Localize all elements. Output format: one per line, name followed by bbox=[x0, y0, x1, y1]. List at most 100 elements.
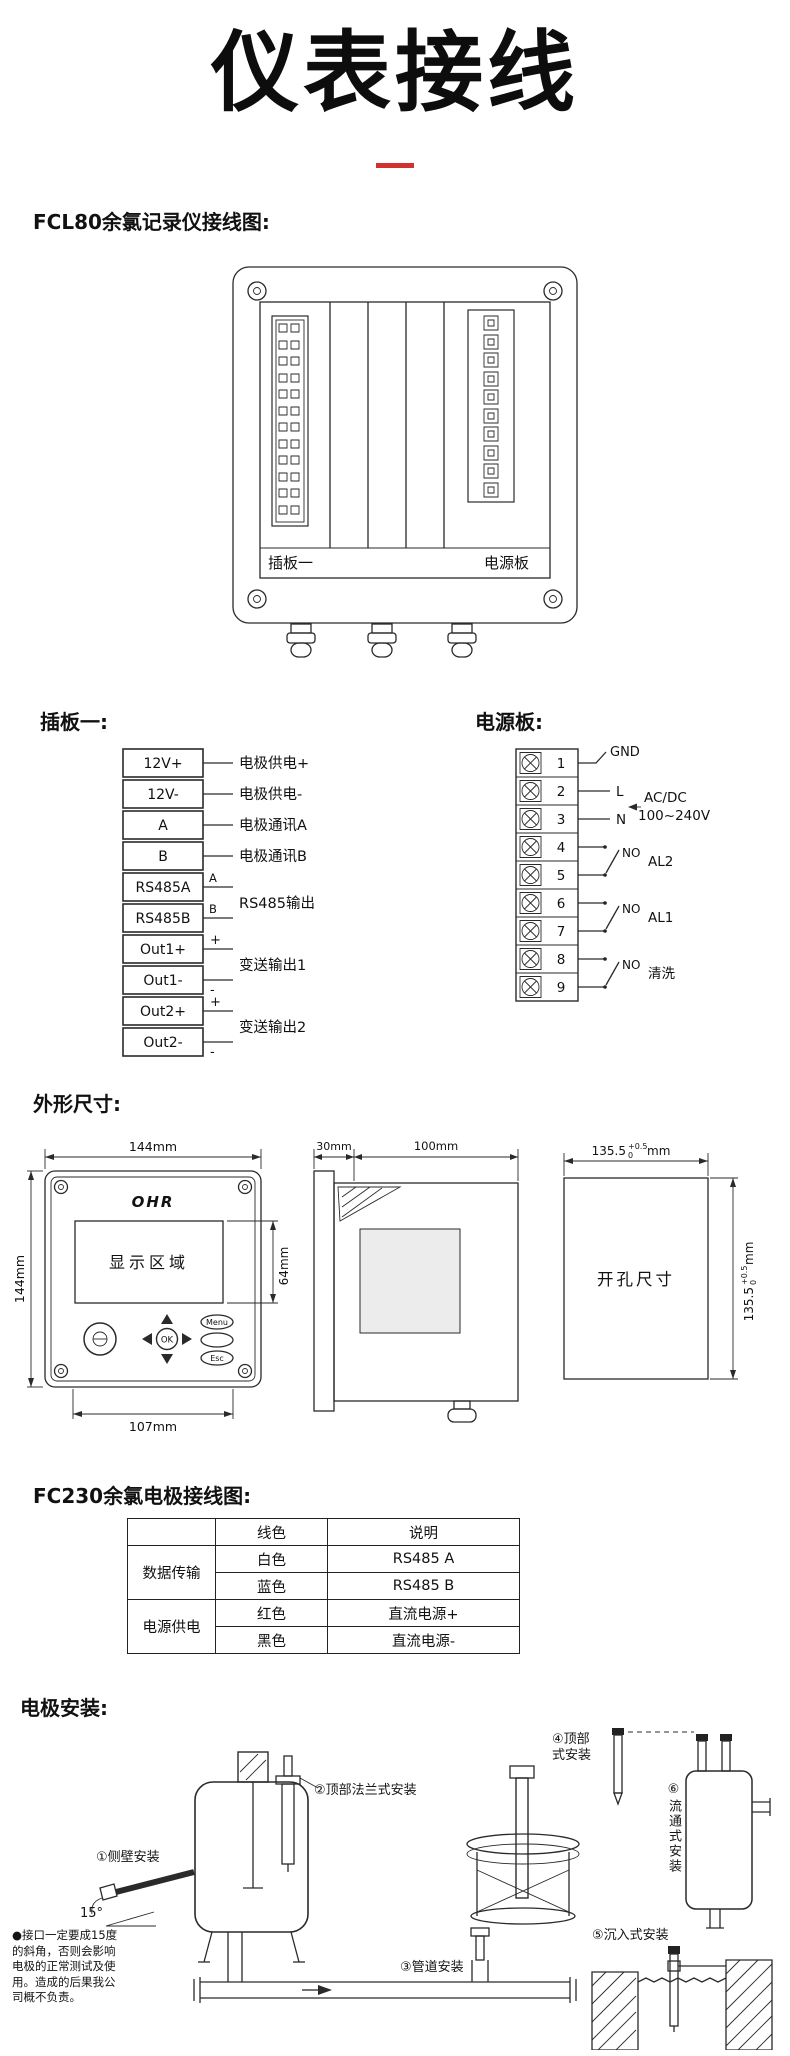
down-arrow-key bbox=[161, 1354, 173, 1364]
cutout-width-dim: 135.5 +0.5 0 mm bbox=[563, 1142, 709, 1176]
set-key bbox=[200, 1332, 234, 1348]
alarm1-label: AL1 bbox=[648, 910, 673, 926]
front-width-dim: 144mm bbox=[44, 1139, 262, 1169]
cutout-unit: mm bbox=[647, 1144, 670, 1158]
col-header-desc: 说明 bbox=[327, 1518, 520, 1546]
table-corner-cell bbox=[127, 1518, 216, 1546]
wire-mark-b: B bbox=[209, 902, 217, 916]
wire-mark-minus: - bbox=[210, 983, 215, 998]
menu-key bbox=[200, 1314, 234, 1330]
right-arrow-key bbox=[182, 1333, 192, 1345]
wire-desc-cell: 直流电源- bbox=[327, 1626, 520, 1654]
ok-key-label: OK bbox=[161, 1336, 174, 1346]
install-label-submerged: ⑤沉入式安装 bbox=[592, 1928, 669, 1943]
dimensions-heading: 外形尺寸: bbox=[33, 1092, 121, 1116]
terminal-number: 2 bbox=[557, 784, 566, 800]
terminal-number: 1 bbox=[557, 756, 566, 772]
power-terminal-numbers: 1 2 3 4 5 6 7 8 9 bbox=[557, 756, 566, 996]
plug-annotations: 电极供电+ 电极供电- 电极通讯A 电极通讯B RS485输出 变送输出1 变送… bbox=[239, 755, 315, 1036]
top-flange-electrode bbox=[275, 1755, 319, 1872]
cutout-unit: mm bbox=[742, 1242, 756, 1265]
wire-mark-plus: + bbox=[210, 995, 221, 1010]
col-header-color: 线色 bbox=[215, 1518, 328, 1546]
terminal-label: RS485B bbox=[136, 911, 191, 927]
wire-color-cell: 红色 bbox=[215, 1599, 328, 1627]
install-label-angle: 15° bbox=[80, 1906, 104, 1921]
flange-stand bbox=[466, 1765, 580, 1925]
hole-spacing-label: 107mm bbox=[129, 1419, 177, 1434]
device-top-view: 插板一 电源板 bbox=[232, 266, 578, 658]
wire-desc-cell: RS485 B bbox=[327, 1572, 520, 1600]
power-annotations: GND L N AC/DC 100~240V NO AL2 NO AL1 NO … bbox=[610, 745, 711, 982]
wire-mark-plus: + bbox=[210, 933, 221, 948]
table-row: 数据传输 白色 RS485 A bbox=[127, 1545, 520, 1600]
card-slot-lines bbox=[329, 302, 445, 548]
wire-mark-a: A bbox=[209, 871, 217, 885]
power-wiring bbox=[578, 751, 641, 989]
terminal-label: Out2- bbox=[143, 1035, 182, 1051]
annotation: RS485输出 bbox=[239, 895, 315, 912]
front-height-dim: 144mm bbox=[12, 1170, 43, 1388]
install-label-pipeline: ③管道安装 bbox=[400, 1960, 464, 1975]
electrode-table-heading: FC230余氯电极接线图: bbox=[33, 1484, 252, 1508]
wiring-heading: FCL80余氯记录仪接线图: bbox=[33, 210, 270, 234]
left-arrow-key bbox=[142, 1333, 152, 1345]
side-window bbox=[359, 1228, 461, 1334]
display-area-label: 显示区域 bbox=[109, 1253, 189, 1272]
annotation: 变送输出2 bbox=[239, 1019, 306, 1036]
terminal-number: 5 bbox=[557, 868, 566, 884]
terminal-number: 3 bbox=[557, 812, 566, 828]
terminal-label: 12V+ bbox=[143, 756, 182, 772]
power-board-heading: 电源板: bbox=[475, 710, 543, 734]
wire-desc-cell: 直流电源+ bbox=[327, 1599, 520, 1627]
terminal-number: 6 bbox=[557, 896, 566, 912]
wire-marks: A B + - + - bbox=[209, 871, 221, 1060]
corner-screws bbox=[247, 281, 563, 609]
bezel-depth-label: 30mm bbox=[316, 1140, 351, 1153]
display-area bbox=[74, 1220, 224, 1304]
cutout-square bbox=[563, 1177, 709, 1380]
front-bezel-side bbox=[313, 1170, 335, 1412]
annotation: 电极供电- bbox=[239, 786, 302, 803]
depth-dims: 30mm 100mm bbox=[313, 1139, 519, 1181]
install-label-flow-through: ⑥流通式安装 bbox=[666, 1782, 681, 1874]
title-accent-dash bbox=[376, 163, 414, 168]
terminal-label: A bbox=[158, 818, 168, 834]
wire-desc-cell: RS485 A bbox=[327, 1545, 520, 1573]
stirrer-motor bbox=[237, 1751, 269, 1783]
cutout-label: 开孔尺寸 bbox=[597, 1270, 675, 1289]
cutout-size-label: 135.5 bbox=[592, 1144, 626, 1158]
display-height-dim: 64mm bbox=[227, 1220, 291, 1304]
wire-color-cell: 白色 bbox=[215, 1545, 328, 1573]
plug-terminal-labels: 12V+ 12V- A B RS485A RS485B Out1+ Out1- … bbox=[136, 756, 191, 1051]
mounting-bracket bbox=[337, 1186, 402, 1222]
terminal-label: B bbox=[158, 849, 168, 865]
cutout-tol-lower: 0 bbox=[749, 1280, 758, 1285]
live-label: L bbox=[616, 784, 624, 800]
annotation: 变送输出1 bbox=[239, 957, 306, 974]
plug-board-heading: 插板一: bbox=[40, 710, 108, 734]
cutout-height-dim: 135.5 +0.5 0 mm bbox=[710, 1177, 758, 1380]
cutout-size-label: 135.5 bbox=[742, 1287, 756, 1321]
electrode-wiring-table: 线色 说明 数据传输 白色 RS485 A 蓝色 RS485 B 电源供电 红色… bbox=[127, 1518, 520, 1654]
wash-label: 清洗 bbox=[648, 966, 676, 982]
wire-color-cell: 蓝色 bbox=[215, 1572, 328, 1600]
power-terminal-strip bbox=[515, 748, 579, 1002]
front-height-label: 144mm bbox=[12, 1255, 27, 1303]
side-view-drawing: 30mm 100mm bbox=[313, 1139, 519, 1423]
terminal-label: Out1- bbox=[143, 973, 182, 989]
terminal-number: 9 bbox=[557, 980, 566, 996]
power-board-detail: 1 2 3 4 5 6 7 8 9 GND bbox=[515, 745, 711, 1002]
table-row: 黑色 直流电源- bbox=[128, 1626, 520, 1654]
inner-panel bbox=[259, 301, 551, 579]
side-cable-gland bbox=[447, 1400, 477, 1423]
cutout-tol-lower: 0 bbox=[628, 1151, 633, 1160]
terminal-label: Out2+ bbox=[140, 1004, 186, 1020]
flow-cell bbox=[685, 1734, 771, 1929]
page-title: 仪表接线 bbox=[210, 21, 579, 124]
power-board-strip bbox=[467, 309, 515, 503]
terminal-label: 12V- bbox=[147, 787, 179, 803]
plug-board-detail: 12V+ 12V- A B RS485A RS485B Out1+ Out1- … bbox=[122, 748, 315, 1060]
reaction-tank bbox=[194, 1751, 309, 1963]
